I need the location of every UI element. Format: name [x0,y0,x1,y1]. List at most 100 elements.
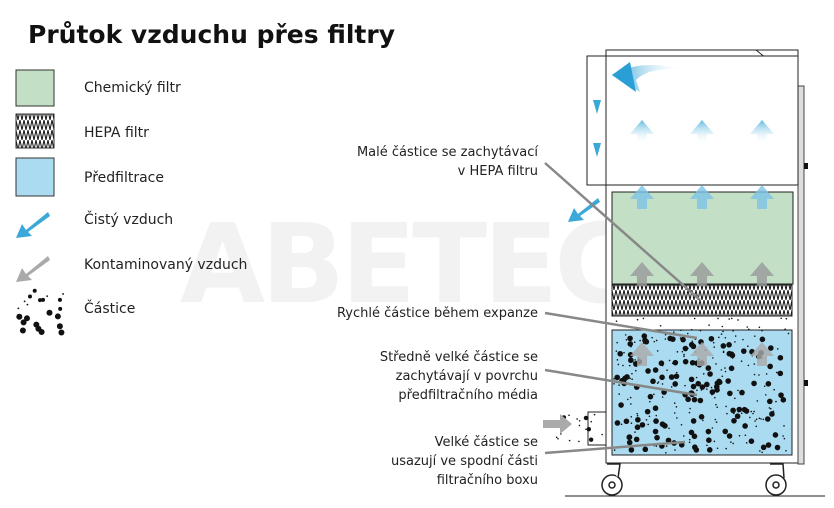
particle [641,333,648,339]
particle [758,326,761,329]
particle [656,350,659,352]
particle [62,293,64,295]
particle [693,317,696,320]
particle [585,428,587,431]
particle [26,303,29,306]
particle [769,407,772,410]
particle [676,351,679,353]
callout-medium-particles: Středně velké částice se zachytávají v p… [380,348,538,405]
airflow-arrow-icon [750,120,774,144]
particle [590,420,593,423]
particle [19,327,26,334]
particle [671,362,674,365]
particle [773,388,775,391]
particle [686,332,689,335]
particle [17,307,20,310]
particle [659,421,666,427]
particle [744,434,747,437]
hepa-filter [611,284,793,317]
particle [652,405,659,412]
particle [630,415,633,418]
clean-air-arrow-icon [16,212,50,238]
particle [730,407,736,414]
particle [708,324,710,326]
particle [714,387,720,393]
particle [623,418,630,425]
particle [620,423,623,426]
airflow-arrow-icon [690,185,714,209]
particle [760,444,767,451]
particle [725,405,727,408]
particle [763,385,766,387]
particle [642,337,648,344]
callout-text: usazují ve spodní části [390,454,538,469]
particle [731,357,734,359]
particle [23,315,30,322]
particle [708,335,715,342]
particle [668,427,670,430]
particle [46,295,49,298]
particle [664,338,667,340]
callout-text: v HEPA filtru [457,164,538,179]
particle [702,373,705,375]
particle [654,434,660,441]
particle [732,442,734,445]
particle [785,317,788,320]
particle [734,335,737,337]
particle [747,364,750,367]
particle [780,358,782,360]
particle [670,336,676,342]
hepa-filter-swatch [15,113,55,149]
particle [775,400,777,403]
particle [759,450,761,452]
particle [633,436,640,443]
particle [675,371,678,374]
particle [762,418,765,421]
particle [615,320,618,322]
particle [741,348,747,354]
particle [720,369,723,371]
particle [734,413,741,420]
particle [696,389,698,392]
particle [628,357,634,364]
particle [692,433,694,436]
particle [625,338,628,341]
particle [699,329,702,332]
particle [616,359,619,361]
particle [54,313,61,320]
particle [748,438,755,444]
page-title: Průtok vzduchu přes filtry [28,20,396,49]
particle [727,390,733,397]
particle [758,374,760,376]
particle [728,435,731,437]
particle [715,421,718,423]
particle [649,400,651,403]
particle [772,414,775,417]
particle [659,374,665,381]
particle [670,386,673,388]
particle [737,319,739,321]
particle [631,378,633,381]
particle [639,422,646,428]
particle [755,425,758,428]
particle [693,447,700,453]
particle [758,417,761,420]
particle [613,449,616,451]
particle [688,441,691,444]
particle [722,351,725,354]
legend-hepa-filter: HEPA filtr [84,125,149,141]
particle [578,419,581,422]
particle [35,325,42,332]
particle [673,402,676,404]
particle [557,437,559,440]
particle [753,363,756,365]
particle [648,415,651,418]
particle [706,437,712,443]
particle [722,330,724,333]
particle [689,359,696,366]
particle [665,437,672,444]
particle [753,410,755,413]
particle [715,363,717,365]
particle [713,346,716,348]
particle [58,306,63,311]
